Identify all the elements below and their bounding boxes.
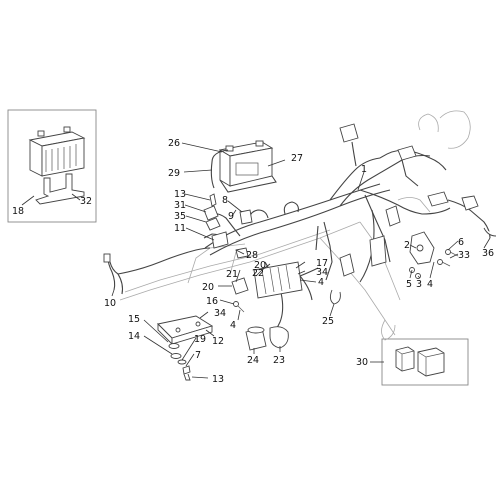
callout-2: 2 [404, 240, 410, 251]
callout-32: 32 [80, 196, 92, 207]
callout-16: 16 [206, 296, 218, 307]
small-fasteners [168, 267, 421, 381]
cable-10-drawing [103, 247, 211, 295]
vehicle-frame-outline [119, 110, 471, 341]
callout-29: 29 [168, 168, 180, 179]
relay-30-drawing [395, 346, 445, 377]
callout-6: 6 [458, 237, 464, 248]
callout-25: 25 [322, 316, 334, 327]
callout-30: 30 [356, 357, 368, 368]
upper-left-parts [203, 193, 253, 259]
headlight-connectors [397, 145, 497, 237]
callout-13-bottom: 13 [212, 374, 224, 385]
callout-19: 19 [194, 334, 206, 345]
connector-1-drawing [339, 123, 359, 167]
bracket-32-drawing [35, 173, 85, 205]
callout-17: 17 [316, 258, 328, 269]
clip-25-drawing [329, 289, 341, 305]
callout-4-mid: 4 [318, 277, 324, 288]
callout-labels: 26 27 29 1 13 8 31 9 35 11 28 10 17 20 3… [104, 138, 494, 385]
battery-26-drawing [210, 140, 277, 193]
callout-10: 10 [104, 298, 116, 309]
regulator-centre [339, 205, 401, 277]
bracket-assembly-right [409, 231, 459, 267]
callout-11: 11 [174, 223, 186, 234]
callout-28: 28 [246, 250, 258, 261]
callout-27: 27 [291, 153, 303, 164]
callout-20-upper: 20 [254, 260, 266, 271]
callout-1: 1 [361, 164, 367, 175]
lower-cluster [231, 261, 303, 299]
callout-4-lower: 4 [230, 320, 236, 331]
callout-4-right: 4 [427, 279, 433, 290]
callout-33: 33 [458, 250, 470, 261]
battery-18-drawing [28, 126, 86, 177]
ignition-parts-24-23 [245, 326, 289, 351]
callout-22: 22 [252, 268, 264, 279]
callout-35: 35 [174, 211, 186, 222]
callout-31: 31 [174, 200, 186, 211]
callout-5: 5 [406, 279, 412, 290]
battery-inset-box: 18 32 [7, 109, 97, 223]
callout-15: 15 [128, 314, 140, 325]
callout-34-lower: 34 [214, 308, 226, 319]
callout-34-upper: 34 [316, 267, 328, 278]
callout-14: 14 [128, 331, 140, 342]
callout-7: 7 [195, 350, 201, 361]
callout-13-top: 13 [174, 189, 186, 200]
callout-24: 24 [247, 355, 259, 366]
callout-23: 23 [273, 355, 285, 366]
callout-12: 12 [212, 336, 224, 347]
callout-9: 9 [228, 211, 234, 222]
callout-20-lower: 20 [202, 282, 214, 293]
callout-21: 21 [226, 269, 238, 280]
relay-inset-box: 30 [356, 338, 469, 386]
callout-8: 8 [222, 195, 228, 206]
callout-36: 36 [482, 248, 494, 259]
callout-18: 18 [12, 206, 24, 217]
callout-3: 3 [416, 279, 422, 290]
leader-lines [111, 142, 491, 379]
callout-26: 26 [168, 138, 180, 149]
